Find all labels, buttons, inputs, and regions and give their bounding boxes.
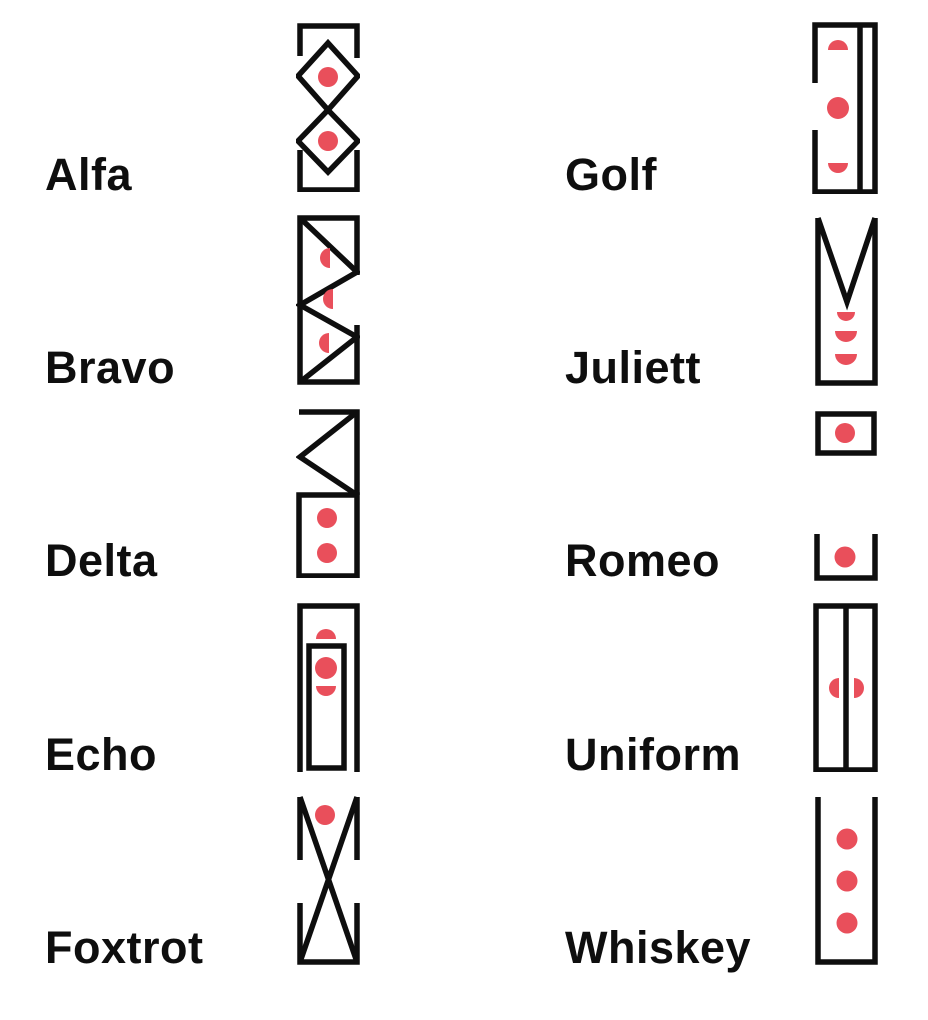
foxtrot-symbol-icon bbox=[297, 796, 360, 965]
entry-label-uniform: Uniform bbox=[565, 729, 741, 780]
golf-symbol-icon bbox=[812, 22, 878, 194]
whiskey-symbol-icon bbox=[815, 797, 878, 965]
romeo-symbol-icon bbox=[814, 534, 878, 581]
entry-label-romeo: Romeo bbox=[565, 535, 721, 586]
alfa-symbol-icon bbox=[296, 23, 360, 192]
entry-label-delta: Delta bbox=[45, 535, 158, 586]
bravo-symbol-icon bbox=[296, 215, 360, 385]
delta-symbol-icon bbox=[296, 409, 360, 578]
entry-label-foxtrot: Foxtrot bbox=[45, 922, 204, 973]
entry-label-bravo: Bravo bbox=[45, 342, 176, 393]
entry-label-whiskey: Whiskey bbox=[565, 922, 752, 973]
entry-label-alfa: Alfa bbox=[45, 149, 133, 200]
uniform-symbol-icon bbox=[813, 603, 878, 772]
juliett-symbol-icon bbox=[815, 217, 878, 456]
echo-symbol-icon bbox=[297, 603, 360, 772]
entry-label-juliett: Juliett bbox=[565, 342, 702, 393]
entry-label-golf: Golf bbox=[565, 149, 657, 200]
entry-label-echo: Echo bbox=[45, 729, 158, 780]
